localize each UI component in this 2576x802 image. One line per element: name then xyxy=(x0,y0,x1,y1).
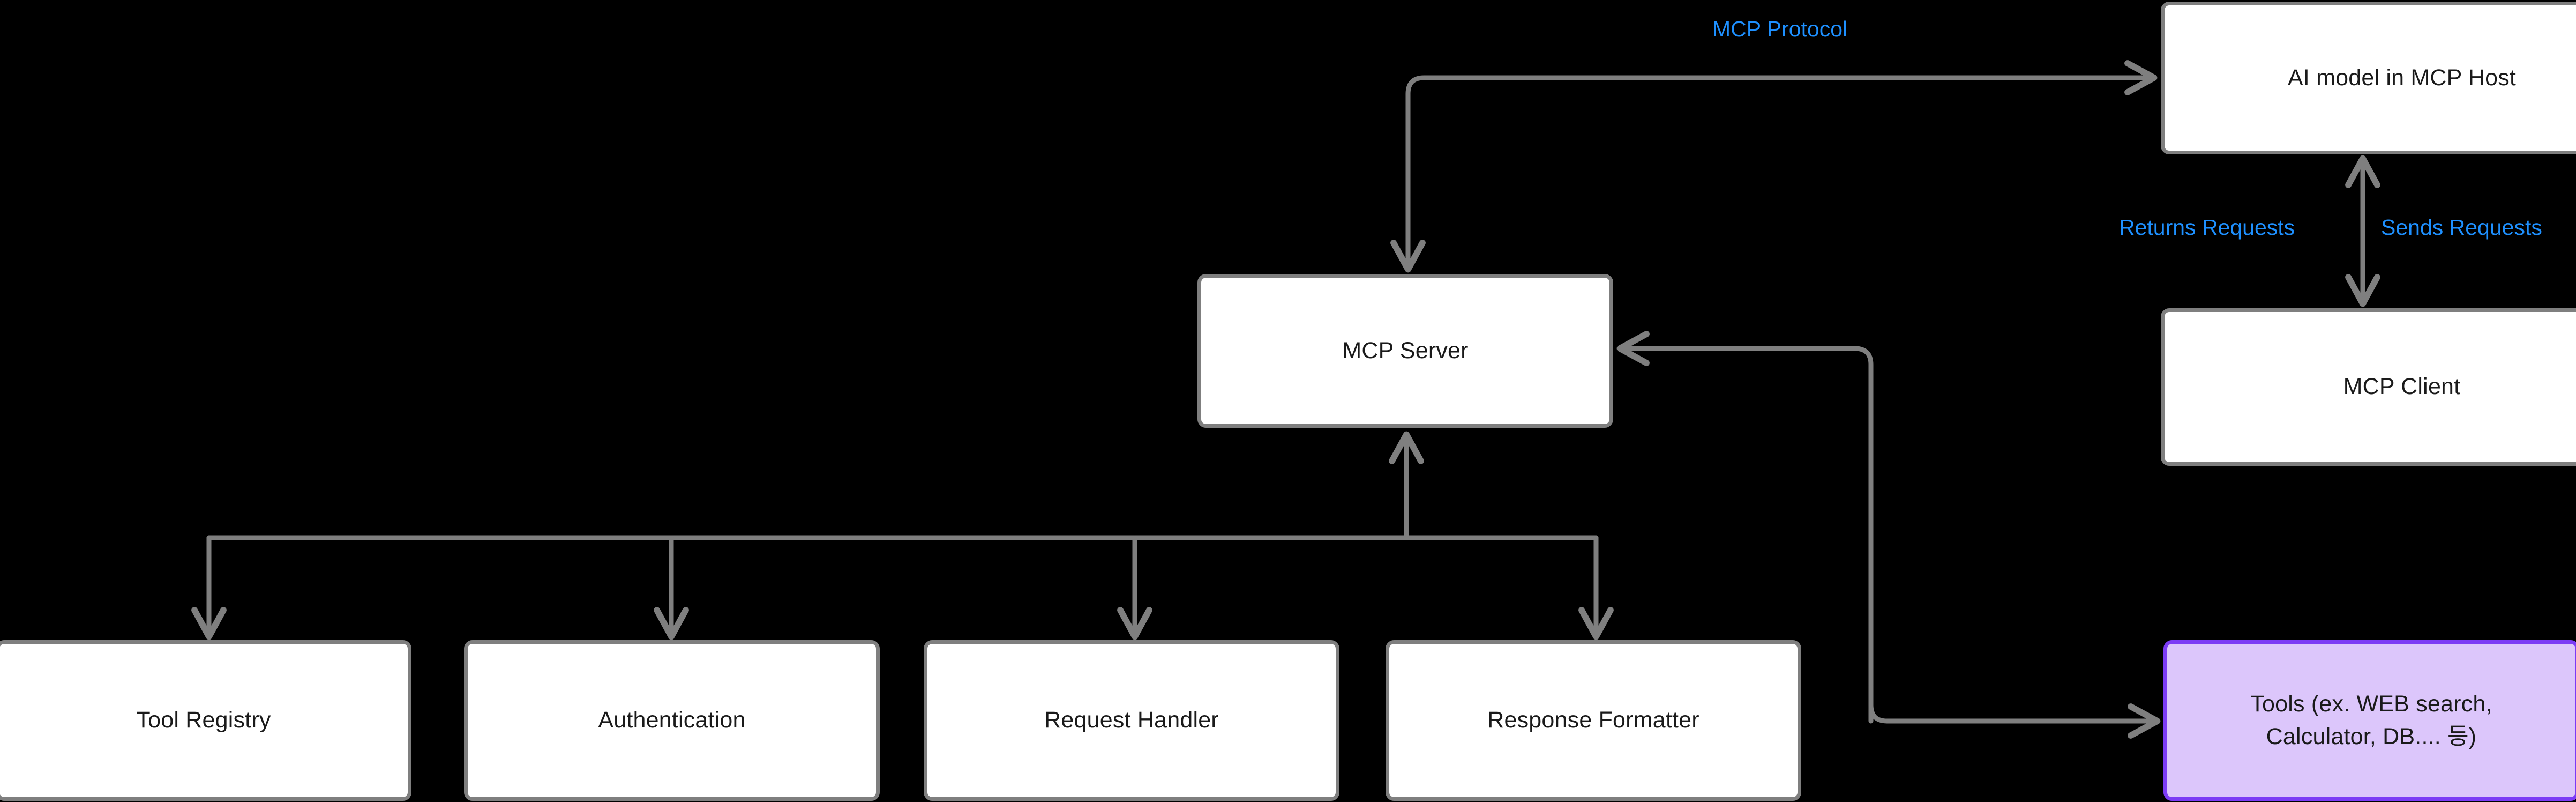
edge-label-sends-requests: Sends Requests xyxy=(2381,215,2542,240)
node-mcp-server[interactable]: MCP Server xyxy=(1197,274,1613,428)
edge-label-mcp-protocol: MCP Protocol xyxy=(1712,17,1848,41)
node-tool-registry[interactable]: Tool Registry xyxy=(0,640,411,801)
edge-branch-to-tools xyxy=(1868,684,2161,739)
node-authentication[interactable]: Authentication xyxy=(464,640,880,801)
node-tools[interactable]: Tools (ex. WEB search, Calculator, DB...… xyxy=(2163,640,2576,801)
node-mcp-client[interactable]: MCP Client xyxy=(2161,308,2576,466)
node-request-handler[interactable]: Request Handler xyxy=(924,640,1339,801)
node-authentication-label: Authentication xyxy=(598,707,746,733)
edge-server-to-ai-model xyxy=(1390,60,2158,273)
edge-label-returns-requests: Returns Requests xyxy=(2119,215,2295,240)
node-ai-model-label: AI model in MCP Host xyxy=(2287,64,2517,91)
node-mcp-client-label: MCP Client xyxy=(2343,374,2461,400)
node-tool-registry-label: Tool Registry xyxy=(136,707,271,733)
node-response-formatter[interactable]: Response Formatter xyxy=(1386,640,1801,801)
node-mcp-server-label: MCP Server xyxy=(1342,337,1469,363)
node-response-formatter-label: Response Formatter xyxy=(1487,707,1699,733)
node-ai-model[interactable]: AI model in MCP Host xyxy=(2161,2,2576,154)
node-request-handler-label: Request Handler xyxy=(1044,707,1219,733)
node-tools-label: Tools (ex. WEB search, Calculator, DB...… xyxy=(2250,690,2492,749)
